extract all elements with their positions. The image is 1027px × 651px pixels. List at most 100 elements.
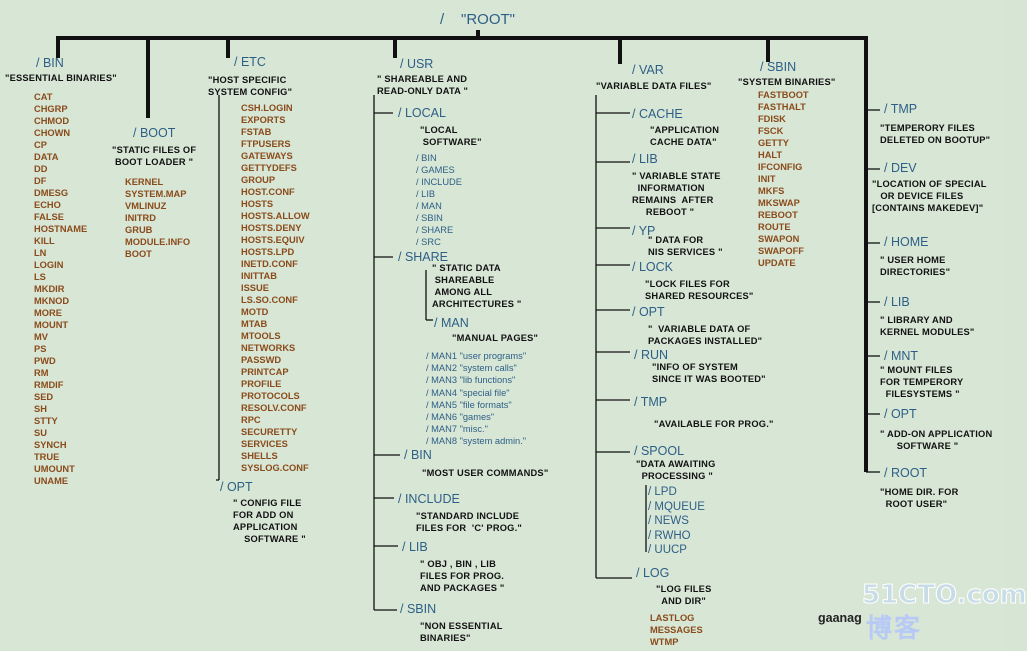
file-item: MORE [34, 308, 62, 318]
usr-man-description: "MANUAL PAGES" [452, 333, 539, 343]
file-item: VMLINUZ [125, 201, 167, 211]
file-item: LS.SO.CONF [241, 295, 298, 305]
subdir-item: / MQUEUE [648, 500, 705, 513]
file-item: CAT [34, 92, 53, 102]
file-item: DATA [34, 152, 59, 162]
file-item: RESOLV.CONF [241, 403, 307, 413]
file-item: TRUE [34, 452, 60, 462]
file-item: LS [34, 272, 46, 282]
man-section-item: / MAN1 "user programs" [426, 351, 527, 361]
var-lib-description: " VARIABLE STATE INFORMATION REMAINS AFT… [632, 171, 721, 217]
var-lock-description: "LOCK FILES FOR SHARED RESOURCES" [645, 279, 754, 301]
usr-description: " SHAREABLE AND READ-ONLY DATA " [377, 74, 469, 96]
file-item: GETTY [758, 138, 789, 148]
var-run-description: "INFO OF SYSTEM SINCE IT WAS BOOTED" [652, 362, 766, 384]
file-item: SH [34, 404, 47, 414]
man-section-item: / MAN6 "games" [426, 412, 495, 423]
usr-man-dir-label: / MAN [434, 316, 469, 330]
file-item: MODULE.INFO [125, 237, 191, 247]
file-item: PROTOCOLS [241, 391, 300, 401]
file-item: MOUNT [34, 320, 69, 330]
file-item: PROFILE [241, 379, 282, 389]
var-spool-subdir-list: / LPD/ MQUEUE/ NEWS/ RWHO/ UUCP [648, 485, 705, 558]
file-item: DD [34, 164, 48, 174]
file-item: FASTHALT [758, 102, 806, 112]
file-item: SHELLS [241, 451, 278, 461]
bin-description: "ESSENTIAL BINARIES" [5, 73, 117, 83]
file-item: KERNEL [125, 177, 164, 187]
file-item: FASTBOOT [758, 90, 809, 100]
right-dir-label: / ROOT [884, 466, 928, 480]
var-lib-dir-label: / LIB [632, 152, 658, 166]
file-item: UPDATE [758, 258, 796, 268]
file-item: SYNCH [34, 440, 67, 450]
var-dir-label: / VAR [632, 63, 664, 77]
file-item: FDISK [758, 114, 786, 124]
file-item: CP [34, 140, 47, 150]
file-item: DF [34, 176, 47, 186]
file-item: IFCONFIG [758, 162, 803, 172]
file-item: ISSUE [241, 283, 269, 293]
file-item: RPC [241, 415, 261, 425]
file-item: SECURETTY [241, 427, 298, 437]
file-item: INETD.CONF [241, 259, 298, 269]
file-item: BOOT [125, 249, 152, 259]
right-dir-description: "HOME DIR. FOR ROOT USER" [880, 487, 959, 509]
bin-dir-label: / BIN [36, 56, 64, 70]
file-item: LASTLOG [650, 613, 695, 623]
file-item: SU [34, 428, 47, 438]
file-item: MESSAGES [650, 625, 703, 635]
right-dir-label: / TMP [884, 102, 918, 116]
file-item: SYSTEM.MAP [125, 189, 187, 199]
file-item: FSCK [758, 126, 784, 136]
file-item: SED [34, 392, 54, 402]
file-item: INITRD [125, 213, 156, 223]
man-section-item: / MAN4 "special file" [426, 387, 510, 398]
subdir-item: / GAMES [416, 165, 455, 175]
usr-bin-dir-label: / BIN [404, 448, 432, 462]
file-item: SWAPON [758, 234, 800, 244]
var-log-file-list: LASTLOG MESSAGES WTMP [650, 612, 703, 648]
subdir-item: / LPD [648, 486, 677, 498]
watermark-site: 51CTO.com [862, 580, 1027, 611]
var-lock-dir-label: / LOCK [632, 260, 673, 274]
boot-dir-label: / BOOT [133, 126, 176, 140]
subdir-item: / SHARE [416, 225, 454, 235]
usr-dir-label: / USR [400, 57, 434, 71]
root-label: "ROOT" [461, 11, 515, 28]
right-dir-description: " MOUNT FILES FOR TEMPERORY FILESYSTEMS … [880, 365, 964, 399]
man-section-item: / MAN3 "lib functions" [426, 375, 516, 386]
right-dir-description: "TEMPERORY FILES DELETED ON BOOTUP" [880, 123, 991, 145]
boot-description: "STATIC FILES OF BOOT LOADER " [112, 145, 197, 167]
sbin-description: "SYSTEM BINARIES" [738, 77, 836, 87]
usr-local-description: "LOCAL SOFTWARE" [420, 125, 482, 147]
file-item: GETTYDEFS [241, 163, 297, 173]
file-item: MV [34, 332, 48, 342]
usr-bin-description: "MOST USER COMMANDS" [422, 468, 549, 478]
file-item: PASSWD [241, 355, 282, 365]
file-item: HOSTS.ALLOW [241, 211, 310, 221]
watermark-cn: 博客 [866, 614, 923, 644]
tree-lines [56, 30, 880, 611]
var-cache-dir-label: / CACHE [632, 107, 683, 121]
usr-local-subdir-list: / BIN/ GAMES/ INCLUDE/ LIB/ MAN/ SBIN/ S… [416, 152, 462, 248]
var-log-description: "LOG FILES AND DIR" [656, 584, 712, 606]
subdir-item: / BIN [416, 153, 437, 163]
file-item: ROUTE [758, 222, 791, 232]
var-opt-description: " VARIABLE DATA OF PACKAGES INSTALLED" [648, 324, 763, 346]
file-item: HOSTS.EQUIV [241, 235, 305, 245]
file-item: HOSTS [241, 199, 274, 209]
file-item: EXPORTS [241, 115, 286, 125]
file-item: WTMP [650, 637, 679, 647]
usr-sbin-description: "NON ESSENTIAL BINARIES" [420, 621, 503, 643]
file-item: MKFS [758, 186, 785, 196]
subdir-item: / INCLUDE [416, 177, 462, 187]
right-dir-label: / LIB [884, 295, 910, 309]
var-cache-description: "APPLICATION CACHE DATA" [650, 125, 720, 147]
file-item: CSH.LOGIN [241, 103, 293, 113]
var-yp-description: " DATA FOR NIS SERVICES " [648, 235, 723, 257]
